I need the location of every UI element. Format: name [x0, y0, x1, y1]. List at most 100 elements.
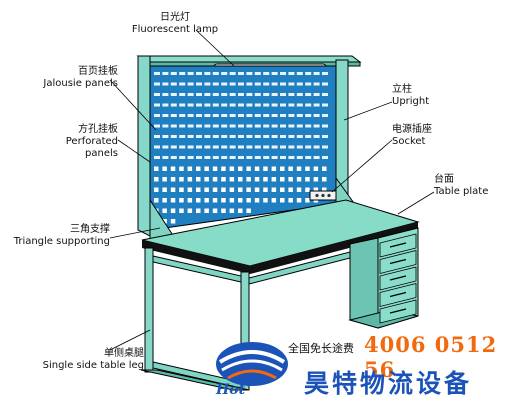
- square-hole: [170, 177, 176, 182]
- drawer-handle: [389, 291, 407, 298]
- square-hole: [246, 198, 251, 203]
- square-hole: [313, 166, 319, 171]
- jalousie-slot: [196, 82, 202, 86]
- drawer-handle: [389, 258, 407, 265]
- jalousie-slot: [162, 135, 169, 138]
- jalousie-slot: [263, 103, 270, 107]
- square-hole: [271, 166, 277, 171]
- square-hole: [263, 187, 268, 192]
- jalousie-slot: [313, 72, 320, 75]
- jalousie-slot: [271, 114, 278, 117]
- jalousie-slot: [170, 93, 177, 96]
- square-hole: [179, 177, 184, 182]
- jalousie-slot: [204, 114, 211, 117]
- square-hole: [280, 177, 285, 182]
- jalousie-slot: [187, 72, 194, 75]
- label-jalousie-panels: 百页挂板 Jalousie panels: [8, 66, 118, 90]
- square-hole: [162, 219, 167, 224]
- square-hole: [204, 208, 209, 213]
- square-hole: [170, 208, 176, 213]
- square-hole: [196, 177, 201, 182]
- jalousie-slot: [280, 72, 286, 75]
- socket-hole: [321, 193, 325, 198]
- table-top: [141, 199, 420, 274]
- square-hole: [271, 177, 277, 182]
- jalousie-slot: [263, 135, 270, 138]
- jalousie-slot: [280, 124, 286, 128]
- jalousie-slot: [154, 135, 160, 138]
- square-hole: [254, 187, 260, 192]
- jalousie-slot: [179, 156, 186, 159]
- jalousie-slot: [229, 93, 236, 96]
- square-hole: [179, 187, 184, 192]
- jalousie-slot: [221, 135, 228, 138]
- jalousie-slot: [170, 114, 177, 117]
- jalousie-slot: [221, 72, 228, 75]
- square-hole: [238, 208, 243, 213]
- jalousie-slot: [296, 72, 303, 75]
- square-hole: [305, 177, 310, 182]
- jalousie-slot: [221, 145, 228, 149]
- brand-logo-word: Hot: [216, 382, 246, 398]
- jalousie-slot: [313, 93, 320, 96]
- jalousie-slot: [162, 156, 169, 159]
- square-hole: [154, 187, 159, 192]
- square-hole: [162, 187, 167, 192]
- jalousie-slot: [313, 135, 320, 138]
- jalousie-slot: [162, 145, 169, 149]
- label-table-plate: 台面 Table plate: [434, 174, 488, 198]
- jalousie-slot: [313, 156, 320, 159]
- jalousie-slot: [322, 93, 328, 96]
- jalousie-slot: [179, 103, 186, 107]
- jalousie-slot: [254, 93, 261, 96]
- jalousie-slot: [204, 82, 211, 86]
- square-hole: [229, 187, 235, 192]
- jalousie-slot: [313, 145, 320, 149]
- square-hole: [288, 177, 293, 182]
- jalousie-slot: [212, 72, 219, 75]
- jalousie-slot: [162, 124, 169, 128]
- jalousie-slot: [170, 135, 177, 138]
- jalousie-slot: [212, 156, 219, 159]
- square-hole: [170, 187, 176, 192]
- square-hole: [187, 187, 193, 192]
- jalousie-slot: [204, 72, 211, 75]
- jalousie-slot: [280, 93, 286, 96]
- square-hole: [238, 177, 243, 182]
- socket-hole: [315, 193, 319, 198]
- jalousie-slot: [229, 82, 236, 86]
- square-hole: [212, 177, 218, 182]
- jalousie-slot: [322, 135, 328, 138]
- jalousie-slot: [221, 93, 228, 96]
- label-upright-zh: 立柱: [392, 84, 412, 95]
- socket-hole: [327, 193, 331, 198]
- jalousie-slot: [305, 124, 312, 128]
- jalousie-slot: [238, 72, 244, 75]
- jalousie-slot: [187, 145, 194, 149]
- square-hole: [229, 208, 235, 213]
- jalousie-slot: [246, 103, 253, 107]
- drawers: [379, 233, 417, 324]
- label-socket: 电源插座 Socket: [392, 124, 432, 148]
- jalousie-slot: [196, 156, 202, 159]
- square-hole: [162, 166, 167, 171]
- jalousie-slot: [221, 114, 228, 117]
- square-hole: [212, 198, 218, 203]
- jalousie-slot: [229, 124, 236, 128]
- panel-holes: [154, 72, 328, 224]
- jalousie-slot: [154, 103, 160, 107]
- jalousie-slot: [271, 135, 278, 138]
- jalousie-slot: [305, 103, 312, 107]
- jalousie-slot: [313, 82, 320, 86]
- jalousie-slot: [170, 145, 177, 149]
- square-hole: [254, 166, 260, 171]
- jalousie-slot: [288, 124, 295, 128]
- square-hole: [263, 177, 268, 182]
- square-hole: [271, 187, 277, 192]
- jalousie-slot: [238, 135, 244, 138]
- jalousie-slot: [305, 93, 312, 96]
- jalousie-slot: [221, 103, 228, 107]
- jalousie-slot: [254, 124, 261, 128]
- square-hole: [322, 187, 327, 192]
- square-hole: [196, 187, 201, 192]
